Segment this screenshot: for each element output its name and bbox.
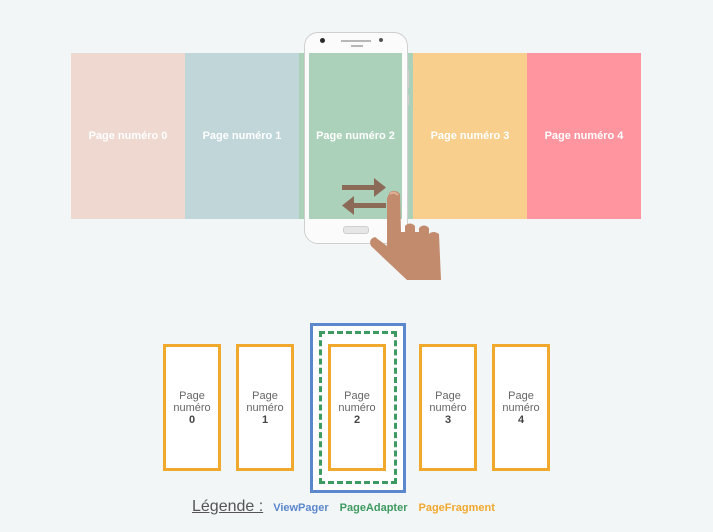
page-strip-label: Page numéro 1 bbox=[202, 130, 282, 142]
legend: Légende : ViewPager PageAdapter PageFrag… bbox=[192, 498, 506, 516]
phone-home-button bbox=[343, 226, 369, 234]
fragment-number: 0 bbox=[188, 413, 196, 426]
page-strip-0: Page numéro 0 bbox=[71, 53, 185, 219]
fragment-line2: numéro bbox=[246, 401, 284, 414]
page-fragment-2: Page numéro 2 bbox=[328, 344, 386, 471]
legend-title: Légende : bbox=[192, 498, 264, 515]
fragment-line2: numéro bbox=[338, 401, 376, 414]
fragment-line1: Page bbox=[252, 389, 278, 402]
page-strip-label: Page numéro 4 bbox=[544, 130, 624, 142]
fragment-line2: numéro bbox=[173, 401, 211, 414]
fragment-number: 4 bbox=[517, 413, 525, 426]
fragment-line1: Page bbox=[344, 389, 370, 402]
page-strip-label: Page numéro 3 bbox=[430, 130, 510, 142]
page-strip-3: Page numéro 3 bbox=[413, 53, 527, 219]
legend-item-pagefragment: PageFragment bbox=[418, 502, 495, 514]
phone-speaker bbox=[341, 40, 371, 42]
phone-screen-label: Page numéro 2 bbox=[316, 130, 395, 142]
fragment-line2: numéro bbox=[429, 401, 467, 414]
legend-item-pageadapter: PageAdapter bbox=[339, 502, 408, 514]
legend-item-viewpager: ViewPager bbox=[273, 502, 329, 514]
page-fragment-1: Page numéro 1 bbox=[236, 344, 294, 471]
fragment-line1: Page bbox=[508, 389, 534, 402]
phone-sensor bbox=[379, 38, 383, 42]
phone-side-button bbox=[407, 70, 409, 88]
page-fragment-0: Page numéro 0 bbox=[163, 344, 221, 471]
phone-side-button bbox=[407, 95, 409, 105]
page-strip-1: Page numéro 1 bbox=[185, 53, 299, 219]
page-strip-label: Page numéro 0 bbox=[88, 130, 168, 142]
pageadapter-box bbox=[319, 331, 397, 484]
fragment-line2: numéro bbox=[502, 401, 540, 414]
fragment-number: 1 bbox=[261, 413, 269, 426]
page-strip-4: Page numéro 4 bbox=[527, 53, 641, 219]
phone-screen: Page numéro 2 bbox=[309, 53, 402, 219]
fragment-number: 2 bbox=[353, 413, 361, 426]
fragment-line1: Page bbox=[179, 389, 205, 402]
page-fragment-4: Page numéro 4 bbox=[492, 344, 550, 471]
page-fragment-3: Page numéro 3 bbox=[419, 344, 477, 471]
phone-speaker bbox=[351, 45, 363, 47]
fragment-number: 3 bbox=[444, 413, 452, 426]
fragment-line1: Page bbox=[435, 389, 461, 402]
pointing-hand-icon bbox=[370, 190, 441, 280]
swipe-arrows-icon bbox=[342, 178, 386, 215]
phone-camera bbox=[320, 38, 325, 43]
